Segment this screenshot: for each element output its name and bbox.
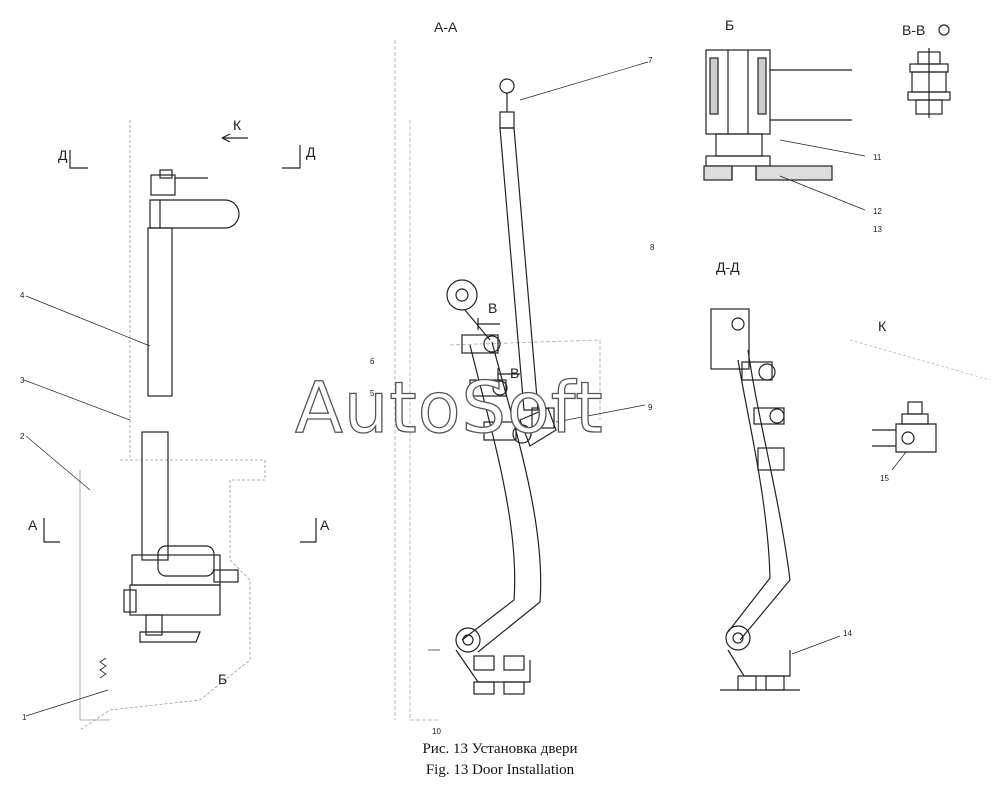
callout-15: 15 xyxy=(880,474,889,483)
label-d-right: Д xyxy=(306,144,316,160)
section-a-a-view xyxy=(394,40,649,721)
callout-numbers: 1 2 3 4 5 6 7 8 9 10 11 12 13 14 15 xyxy=(20,56,889,736)
caption-russian: Рис. 13 Установка двери xyxy=(422,741,578,757)
label-v-upper: В xyxy=(488,300,497,316)
label-k-view: К xyxy=(878,318,887,334)
callout-4: 4 xyxy=(20,291,25,300)
callout-10: 10 xyxy=(432,727,441,736)
section-d-d-view xyxy=(710,308,841,691)
label-d-d-view: Д-Д xyxy=(716,259,740,275)
callout-12: 12 xyxy=(873,207,882,216)
label-v-v: В-В xyxy=(902,22,925,38)
label-a-a: А-А xyxy=(434,19,458,35)
watermark: AutoSoft xyxy=(295,367,604,449)
callout-1: 1 xyxy=(22,713,27,722)
label-a-left: А xyxy=(28,517,38,533)
label-a-right: А xyxy=(320,517,330,533)
left-assembly-view xyxy=(23,120,317,731)
callout-7: 7 xyxy=(648,56,653,65)
callout-3: 3 xyxy=(20,376,25,385)
label-b-bottom: Б xyxy=(218,671,227,687)
section-labels: А-А Б В-В Д Д К А А Б В В Д-Д К xyxy=(28,17,925,687)
section-b-view xyxy=(703,49,866,211)
label-k-arrow: К xyxy=(233,117,242,133)
callout-5: 5 xyxy=(370,389,375,398)
label-v-lower: В xyxy=(510,365,519,381)
callout-2: 2 xyxy=(20,432,25,441)
callout-6: 6 xyxy=(370,357,375,366)
section-v-v-view xyxy=(907,24,951,118)
callout-14: 14 xyxy=(843,629,852,638)
callout-9: 9 xyxy=(648,403,653,412)
caption-english: Fig. 13 Door Installation xyxy=(425,762,575,778)
label-b-top: Б xyxy=(725,17,734,33)
view-k xyxy=(849,339,991,471)
callout-13: 13 xyxy=(873,225,882,234)
callout-11: 11 xyxy=(873,153,882,162)
callout-8: 8 xyxy=(650,243,655,252)
label-d-left: Д xyxy=(58,147,68,163)
